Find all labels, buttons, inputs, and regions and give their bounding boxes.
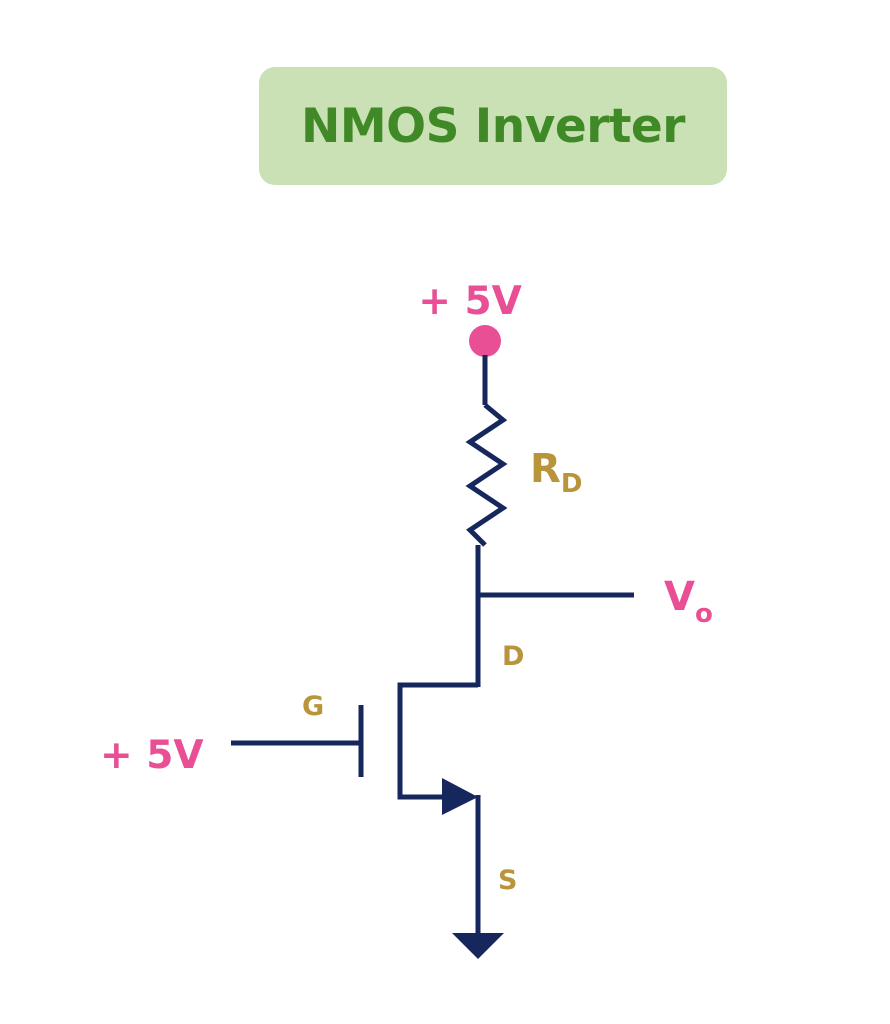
- title-banner: NMOS Inverter: [259, 67, 727, 185]
- rd-label-subscript: D: [561, 469, 583, 499]
- rd-label-main: R: [530, 446, 561, 492]
- rd-label: RD: [530, 446, 582, 499]
- ground-arrow-icon: [452, 933, 504, 959]
- diagram-title: NMOS Inverter: [301, 98, 685, 154]
- drain-label: D: [502, 641, 524, 672]
- vo-label-subscript: o: [695, 599, 713, 629]
- vdd-terminal: [469, 325, 501, 357]
- vo-label-main: V: [664, 574, 695, 620]
- vdd-label: + 5V: [418, 279, 522, 324]
- vin-label: + 5V: [100, 733, 204, 778]
- mosfet-channel: [397, 682, 478, 800]
- resistor-rd: [465, 403, 508, 547]
- gate-label: G: [302, 691, 324, 722]
- source-arrow: [442, 778, 478, 815]
- vo-label: Vo: [664, 574, 713, 629]
- source-label: S: [498, 865, 517, 896]
